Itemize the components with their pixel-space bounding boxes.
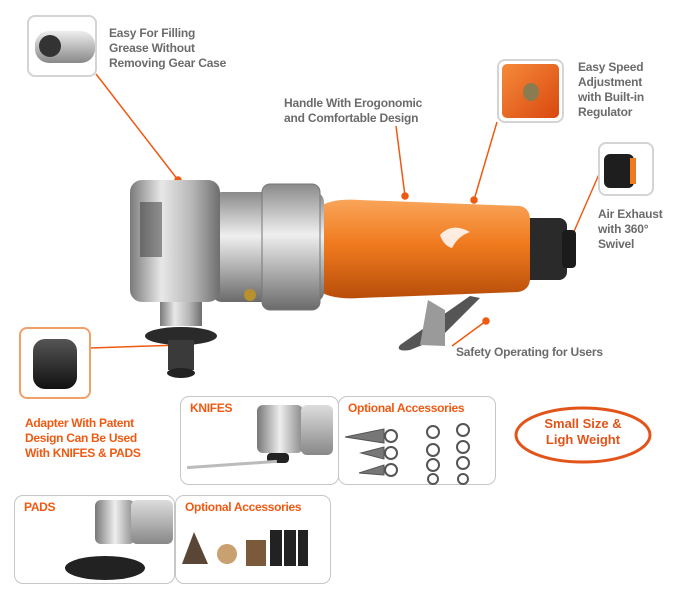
- pad-blades-image: [182, 530, 308, 566]
- exhaust-leader-line: [571, 171, 601, 237]
- pads-accessories-panel: Optional Accessories: [175, 495, 331, 584]
- pads-accessories-title: Optional Accessories: [185, 500, 302, 514]
- knifes-accessories-panel: Optional Accessories: [338, 396, 496, 485]
- grease-inset-image: [27, 15, 97, 77]
- knifes-accessories-title: Optional Accessories: [348, 401, 465, 415]
- knifes-title: KNIFES: [190, 401, 233, 415]
- speed-regulator-inset-image: [497, 59, 564, 123]
- handle-leader-line: [395, 125, 406, 197]
- speed-leader-line: [473, 121, 498, 201]
- safety-callout-text: Safety Operating for Users: [456, 345, 603, 359]
- grease-leader-line: [95, 73, 179, 181]
- spindle-pad: [145, 327, 217, 345]
- handle-leader-dot: [401, 192, 409, 200]
- knifes-panel: KNIFES: [180, 396, 339, 485]
- adapter-inset-image: [19, 327, 91, 399]
- exhaust-inset-image: [598, 142, 654, 196]
- small-size-badge: Small Size &Ligh Weight: [512, 404, 654, 466]
- pads-panel: PADS: [14, 495, 175, 584]
- logo-mark: [440, 227, 470, 248]
- safety-leader-dot: [482, 317, 490, 325]
- knife-blades-image: [344, 423, 470, 485]
- safety-leader-line: [451, 320, 487, 347]
- exhaust-end: [522, 218, 567, 280]
- pads-title: PADS: [24, 500, 56, 514]
- orange-handle: [318, 199, 530, 299]
- adapter-leader-line: [89, 344, 181, 349]
- speed-leader-dot: [470, 196, 478, 204]
